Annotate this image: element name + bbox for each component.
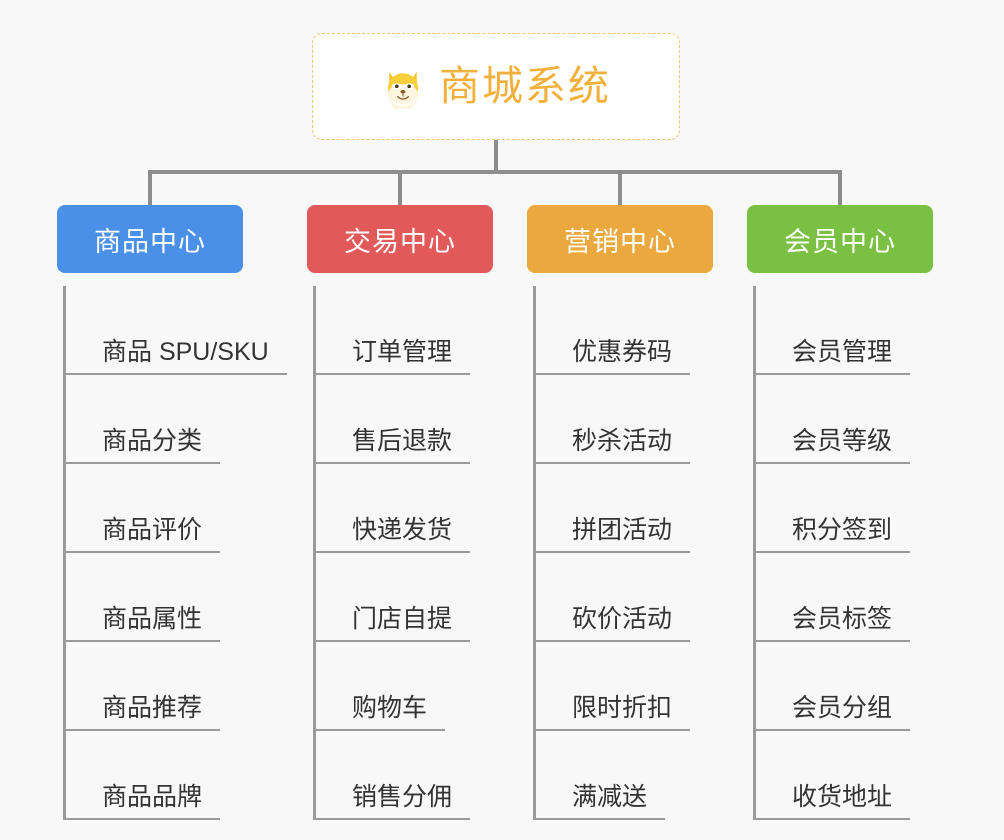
list-item[interactable]: 砍价活动 — [536, 553, 713, 642]
list-item[interactable]: 商品评价 — [66, 464, 287, 553]
list-item[interactable]: 会员管理 — [756, 286, 933, 375]
list-item[interactable]: 订单管理 — [316, 286, 493, 375]
list-item[interactable]: 商品分类 — [66, 375, 287, 464]
list-item[interactable]: 售后退款 — [316, 375, 493, 464]
column-header-member-center[interactable]: 会员中心 — [747, 205, 933, 273]
leaf-list-member-center: 会员管理 会员等级 积分签到 会员标签 会员分组 收货地址 — [753, 286, 933, 820]
root-node-title: 商城系统 — [439, 63, 611, 109]
column-header-trade-center[interactable]: 交易中心 — [307, 205, 493, 273]
column-marketing-center: 营销中心 优惠券码 秒杀活动 拼团活动 砍价活动 限时折扣 满减送 — [527, 205, 713, 820]
leaf-label: 售后退款 — [316, 427, 471, 464]
leaf-label: 限时折扣 — [536, 694, 691, 731]
leaf-label: 商品属性 — [66, 605, 221, 642]
column-header-label: 营销中心 — [564, 226, 676, 257]
connector-drop-2 — [398, 170, 402, 207]
leaf-label: 优惠券码 — [536, 338, 691, 375]
list-item[interactable]: 收货地址 — [756, 731, 933, 820]
leaf-label: 门店自提 — [316, 605, 471, 642]
leaf-label: 销售分佣 — [316, 783, 471, 820]
leaf-label: 秒杀活动 — [536, 427, 691, 464]
leaf-label: 会员分组 — [756, 694, 911, 731]
list-item[interactable]: 优惠券码 — [536, 286, 713, 375]
list-item[interactable]: 快递发货 — [316, 464, 493, 553]
leaf-label: 会员标签 — [756, 605, 911, 642]
leaf-label: 购物车 — [316, 694, 446, 731]
leaf-label: 商品品牌 — [66, 783, 221, 820]
column-member-center: 会员中心 会员管理 会员等级 积分签到 会员标签 会员分组 收货地址 — [747, 205, 933, 820]
list-item[interactable]: 商品推荐 — [66, 642, 287, 731]
list-item[interactable]: 门店自提 — [316, 553, 493, 642]
leaf-label: 积分签到 — [756, 516, 911, 553]
list-item[interactable]: 秒杀活动 — [536, 375, 713, 464]
leaf-label: 订单管理 — [316, 338, 471, 375]
leaf-label: 砍价活动 — [536, 605, 691, 642]
leaf-label: 商品 SPU/SKU — [66, 338, 287, 375]
column-header-product-center[interactable]: 商品中心 — [57, 205, 243, 273]
list-item[interactable]: 商品品牌 — [66, 731, 287, 820]
column-product-center: 商品中心 商品 SPU/SKU 商品分类 商品评价 商品属性 商品推荐 商品品牌 — [57, 205, 287, 820]
list-item[interactable]: 商品属性 — [66, 553, 287, 642]
leaf-label: 满减送 — [536, 783, 666, 820]
connector-drop-3 — [618, 170, 622, 207]
leaf-list-trade-center: 订单管理 售后退款 快递发货 门店自提 购物车 销售分佣 — [313, 286, 493, 820]
root-node-mall-system[interactable]: 商城系统 — [312, 33, 680, 140]
connector-drop-1 — [148, 170, 152, 207]
shiba-dog-face-icon — [381, 65, 425, 109]
column-header-label: 交易中心 — [344, 226, 456, 257]
list-item[interactable]: 拼团活动 — [536, 464, 713, 553]
leaf-list-product-center: 商品 SPU/SKU 商品分类 商品评价 商品属性 商品推荐 商品品牌 — [63, 286, 287, 820]
column-header-label: 会员中心 — [784, 226, 896, 257]
column-trade-center: 交易中心 订单管理 售后退款 快递发货 门店自提 购物车 销售分佣 — [307, 205, 493, 820]
leaf-label: 会员等级 — [756, 427, 911, 464]
connector-root-stub — [494, 140, 498, 173]
list-item[interactable]: 限时折扣 — [536, 642, 713, 731]
list-item[interactable]: 积分签到 — [756, 464, 933, 553]
leaf-label: 商品推荐 — [66, 694, 221, 731]
list-item[interactable]: 会员标签 — [756, 553, 933, 642]
list-item[interactable]: 购物车 — [316, 642, 493, 731]
list-item[interactable]: 满减送 — [536, 731, 713, 820]
connector-horizontal-bus — [148, 170, 840, 174]
leaf-label: 拼团活动 — [536, 516, 691, 553]
column-header-marketing-center[interactable]: 营销中心 — [527, 205, 713, 273]
list-item[interactable]: 商品 SPU/SKU — [66, 286, 287, 375]
list-item[interactable]: 会员等级 — [756, 375, 933, 464]
leaf-label: 商品评价 — [66, 516, 221, 553]
connector-drop-4 — [838, 170, 842, 207]
column-header-label: 商品中心 — [94, 226, 206, 257]
list-item[interactable]: 会员分组 — [756, 642, 933, 731]
leaf-label: 快递发货 — [316, 516, 471, 553]
leaf-label: 商品分类 — [66, 427, 221, 464]
leaf-list-marketing-center: 优惠券码 秒杀活动 拼团活动 砍价活动 限时折扣 满减送 — [533, 286, 713, 820]
leaf-label: 收货地址 — [756, 783, 911, 820]
leaf-label: 会员管理 — [756, 338, 911, 375]
list-item[interactable]: 销售分佣 — [316, 731, 493, 820]
